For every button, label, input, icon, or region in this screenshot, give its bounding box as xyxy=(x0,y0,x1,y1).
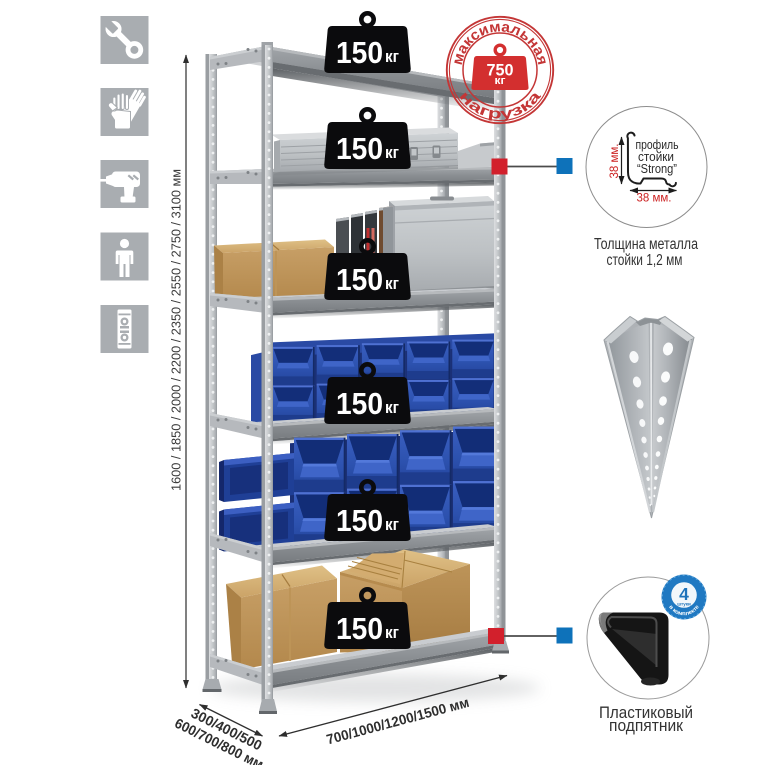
svg-text:Толщина металла: Толщина металла xyxy=(594,236,698,253)
svg-text:кг: кг xyxy=(495,75,506,87)
svg-text:штуки: штуки xyxy=(677,602,691,607)
svg-text:подпятник: подпятник xyxy=(609,717,684,735)
svg-text:стойки: стойки xyxy=(638,150,674,164)
svg-text:“Strong”: “Strong” xyxy=(637,162,677,176)
svg-text:4: 4 xyxy=(679,584,689,604)
svg-text:профиль: профиль xyxy=(636,138,679,152)
svg-text:стойки 1,2 мм: стойки 1,2 мм xyxy=(607,252,683,269)
svg-text:1600 / 1850 / 2000 / 2200 / 23: 1600 / 1850 / 2000 / 2200 / 2350 / 2550 … xyxy=(169,169,184,491)
svg-text:750: 750 xyxy=(487,62,514,80)
svg-text:700/1000/1200/1500 мм: 700/1000/1200/1500 мм xyxy=(325,694,471,748)
svg-text:38 мм.: 38 мм. xyxy=(609,144,621,179)
svg-text:38 мм.: 38 мм. xyxy=(637,193,672,205)
svg-text:Пластиковый: Пластиковый xyxy=(599,704,693,722)
